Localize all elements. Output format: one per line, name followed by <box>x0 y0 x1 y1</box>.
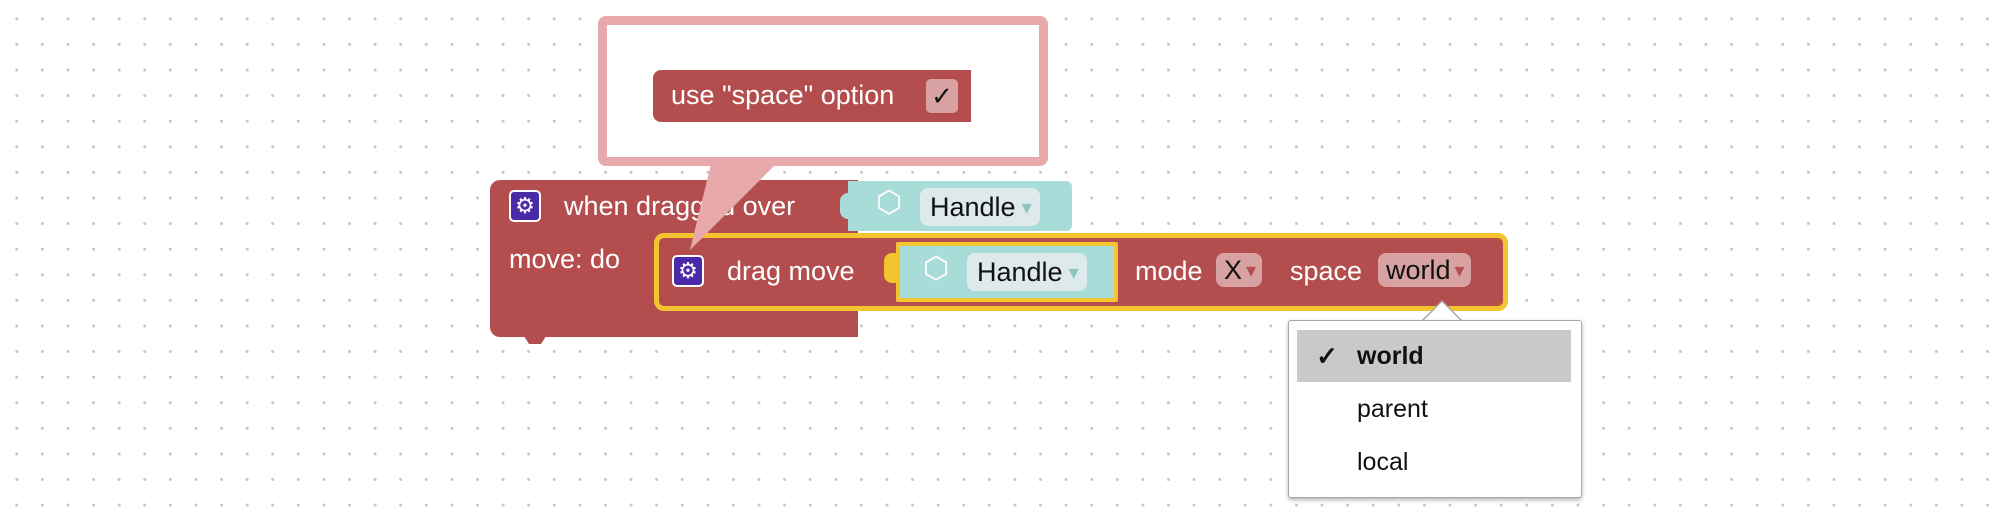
mutator-bubble-tail <box>690 160 780 250</box>
menu-item-label: local <box>1357 447 1409 476</box>
dropdown-arrow-icon: ▾ <box>1068 261 1079 284</box>
space-value: world <box>1386 254 1451 285</box>
dropdown-arrow-icon: ▾ <box>1246 259 1257 282</box>
drag-target-dropdown[interactable]: Handle ▾ <box>967 253 1087 291</box>
event-target-dropdown[interactable]: Handle ▾ <box>920 188 1040 226</box>
mutator-option-block[interactable] <box>653 70 971 122</box>
mutator-option-checkbox[interactable]: ✓ <box>926 79 958 113</box>
gear-icon[interactable]: ⚙ <box>672 255 704 287</box>
dropdown-arrow-icon: ▾ <box>1021 196 1032 219</box>
event-label: when dragged over <box>564 191 796 221</box>
menu-item-local[interactable]: local <box>1297 436 1571 488</box>
mode-dropdown[interactable]: X ▾ <box>1216 253 1263 287</box>
menu-item-label: parent <box>1357 394 1428 423</box>
event-target-connector <box>840 193 856 219</box>
mode-label: mode <box>1135 256 1203 286</box>
space-label: space <box>1290 256 1363 286</box>
mutator-option-label: use "space" option <box>671 80 895 110</box>
space-dropdown[interactable]: world ▾ <box>1378 253 1471 287</box>
dropdown-pointer <box>1422 300 1462 322</box>
gear-icon[interactable]: ⚙ <box>509 190 541 222</box>
mode-value: X <box>1224 254 1243 285</box>
menu-item-world[interactable]: ✓ world <box>1297 330 1571 382</box>
space-dropdown-menu: ✓ world parent local <box>1288 320 1582 498</box>
event-block-hat-notch <box>520 330 550 344</box>
drag-move-label: drag move <box>727 256 855 286</box>
event-target-value: Handle <box>930 191 1016 222</box>
cube-icon: ⬡ <box>876 186 903 219</box>
checkmark-icon: ✓ <box>931 80 953 111</box>
checkmark-icon: ✓ <box>1316 340 1338 371</box>
menu-item-label: world <box>1357 341 1424 370</box>
dropdown-arrow-icon: ▾ <box>1454 259 1465 282</box>
cube-icon: ⬡ <box>923 252 950 285</box>
drag-target-value: Handle <box>977 256 1063 287</box>
menu-item-parent[interactable]: parent <box>1297 383 1571 435</box>
event-label-do: move: do <box>509 244 621 274</box>
